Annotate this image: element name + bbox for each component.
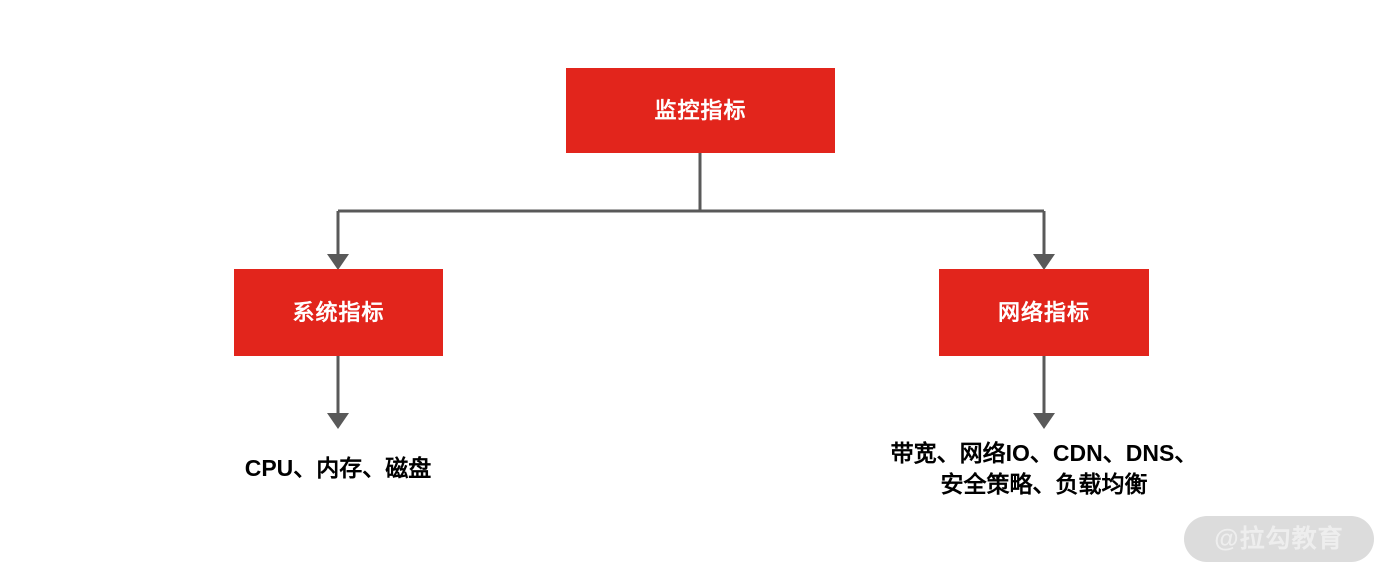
arrowhead-system-caption	[327, 413, 349, 429]
caption-network-metrics: 带宽、网络IO、CDN、DNS、 安全策略、负载均衡	[890, 440, 1198, 497]
arrowhead-system-node	[327, 254, 349, 270]
arrowhead-network-caption	[1033, 413, 1055, 429]
node-system-label: 系统指标	[292, 299, 385, 325]
watermark-label: @拉勾教育	[1214, 524, 1344, 553]
node-root-label: 监控指标	[654, 97, 747, 123]
node-network-label: 网络指标	[997, 299, 1090, 325]
watermark-badge: @拉勾教育	[1184, 516, 1374, 562]
arrowhead-network-node	[1033, 254, 1055, 270]
caption-system-metrics: CPU、内存、磁盘	[244, 455, 432, 481]
node-monitoring-metrics[interactable]: 监控指标	[566, 68, 835, 153]
node-network-metrics[interactable]: 网络指标	[939, 269, 1149, 356]
node-system-metrics[interactable]: 系统指标	[234, 269, 443, 356]
